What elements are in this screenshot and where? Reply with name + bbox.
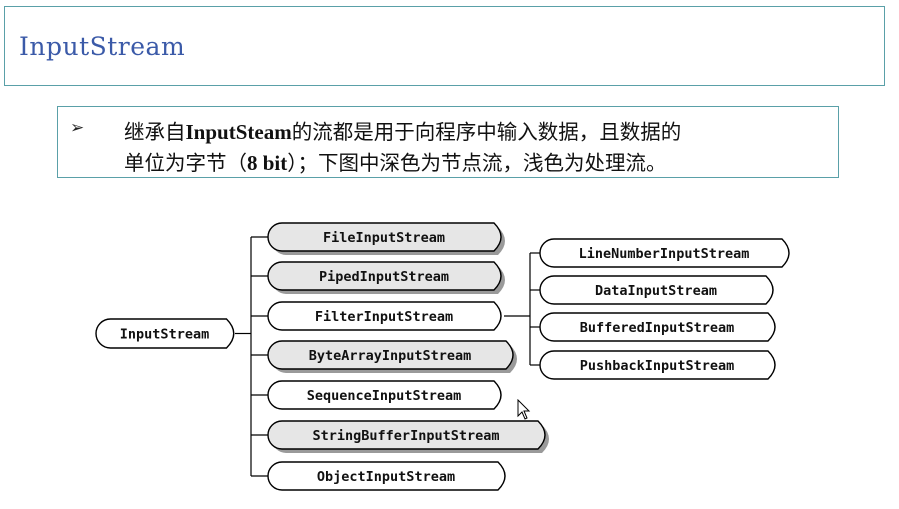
root-node-label: InputStream (120, 327, 209, 343)
description-line-1-bold: InputSteam (185, 120, 292, 144)
title-panel: InputStream (4, 6, 885, 86)
description-line-1: 继承自InputSteam的流都是用于向程序中输入数据，且数据的 (124, 115, 681, 145)
child-node-3-shape (267, 340, 514, 370)
description-line-2-pre: 单位为字节（ (124, 151, 247, 175)
child-node-0-label: FileInputStream (323, 230, 445, 246)
child-node-2-label: FilterInputStream (315, 309, 453, 325)
page-title: InputStream (19, 32, 186, 61)
child-node-0-shape (267, 222, 502, 252)
description-panel: ➢ 继承自InputSteam的流都是用于向程序中输入数据，且数据的 单位为字节… (57, 106, 839, 178)
filter-child-node-3-shape (539, 350, 776, 380)
arrow-bullet-icon: ➢ (70, 118, 85, 138)
child-node-4-label: SequenceInputStream (307, 388, 461, 404)
child-node-5-label: StringBufferInputStream (313, 428, 500, 444)
mouse-cursor-icon (517, 399, 531, 420)
description-line-2: 单位为字节（8 bit）；下图中深色为节点流，浅色为处理流。 (124, 146, 667, 176)
filter-child-node-0-label: LineNumberInputStream (579, 246, 750, 262)
child-node-1-label: PipedInputStream (319, 269, 449, 285)
filter-child-node-3-label: PushbackInputStream (580, 358, 734, 374)
description-line-2-bold: 8 bit (247, 151, 288, 175)
child-node-3-label: ByteArrayInputStream (309, 348, 472, 364)
filter-child-node-2-label: BufferedInputStream (580, 320, 734, 336)
root-node-shape (95, 318, 235, 349)
filter-child-node-1-label: DataInputStream (595, 283, 717, 299)
child-node-2-shape (267, 301, 502, 331)
child-node-6-shape (267, 461, 506, 491)
description-line-1-pre: 继承自 (124, 120, 186, 144)
description-line-2-post: ）；下图中深色为节点流，浅色为处理流。 (287, 151, 667, 175)
child-node-6-label: ObjectInputStream (317, 469, 455, 485)
child-node-4-shape (267, 380, 502, 410)
filter-child-node-1-shape (539, 275, 774, 305)
child-node-1-shape (267, 261, 502, 291)
filter-child-node-2-shape (539, 312, 776, 342)
child-node-5-shape (267, 420, 546, 450)
filter-child-node-0-shape (539, 238, 790, 268)
description-line-1-post: 的流都是用于向程序中输入数据，且数据的 (291, 120, 682, 144)
